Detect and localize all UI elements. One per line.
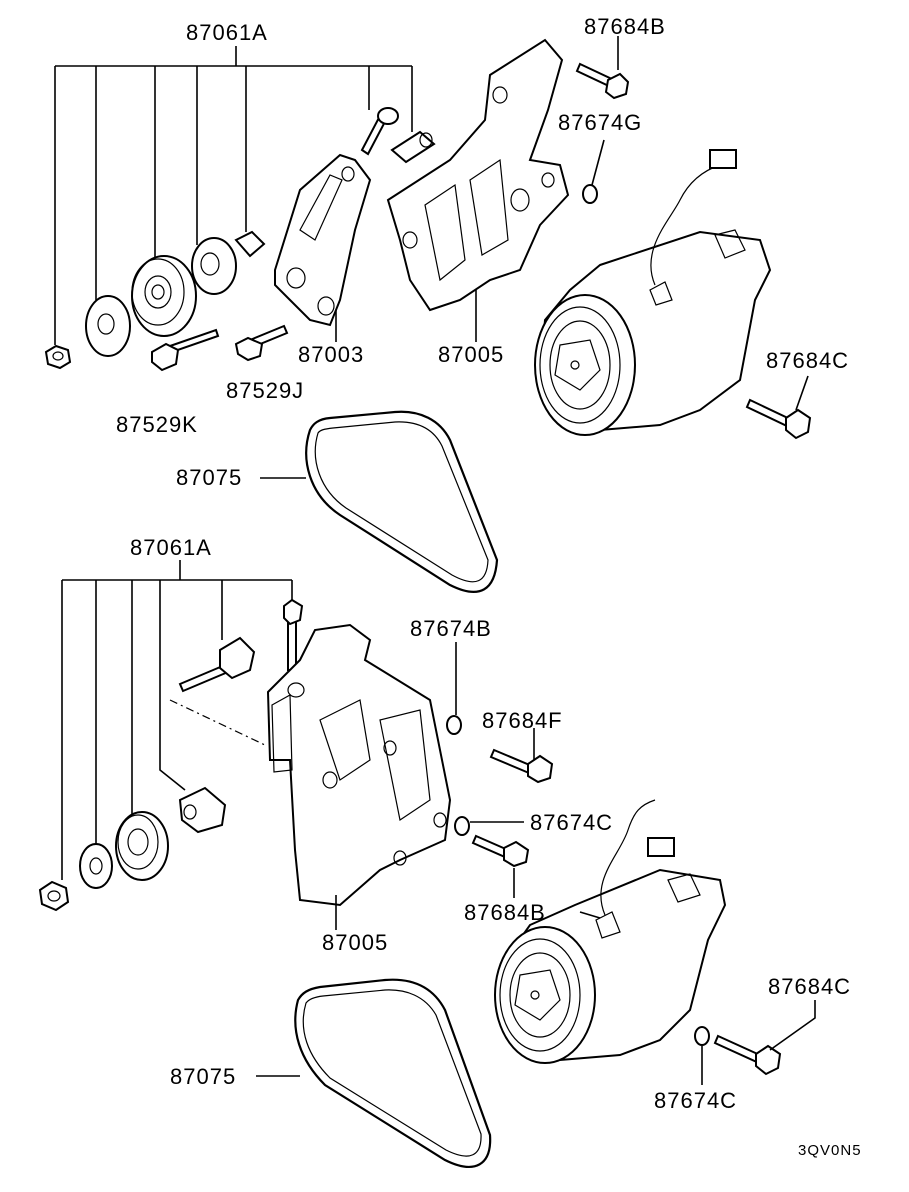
bottom-idler-shaft <box>178 636 256 693</box>
bottom-belt <box>294 978 492 1168</box>
label-bottom-washer-b: 87674B <box>410 616 492 641</box>
label-bottom-bolt-c: 87684C <box>768 974 852 999</box>
bottom-bracket-87005 <box>266 623 452 907</box>
label-bottom-bolt-b: 87684B <box>464 900 546 925</box>
top-collar <box>234 230 266 258</box>
label-bottom-belt: 87075 <box>170 1064 237 1089</box>
label-top-belt: 87075 <box>176 465 243 490</box>
label-top-bolt-c: 87684C <box>766 348 850 373</box>
top-idler-pulley <box>131 255 197 337</box>
label-bottom-washer-c: 87674C <box>530 810 614 835</box>
label-top-bolt-b: 87684B <box>584 14 666 39</box>
bottom-bolt-87684f <box>489 748 554 784</box>
bottom-kit-leader-lines <box>61 560 293 880</box>
label-top-bracket-b: 87005 <box>438 342 505 367</box>
bottom-bolt-87684b <box>471 834 530 868</box>
bottom-bolt-87684c <box>713 1034 782 1076</box>
label-bottom-washer-c2: 87674C <box>654 1088 738 1113</box>
top-bracket-87005 <box>386 38 570 312</box>
label-bottom-bolt-f: 87684F <box>482 708 563 733</box>
label-bottom-bracket: 87005 <box>322 930 389 955</box>
bottom-nut <box>38 880 70 912</box>
label-top-washer-g: 87674G <box>558 110 643 135</box>
top-bracket-sleeve <box>390 130 436 164</box>
bottom-idler-pulley <box>115 811 169 881</box>
top-bolt-87684b <box>575 62 630 100</box>
top-idler-bolt <box>151 328 220 372</box>
top-bolt-j <box>234 324 289 362</box>
figure-code: 3QV0N5 <box>798 1142 862 1159</box>
bottom-compressor <box>494 799 727 1064</box>
label-bottom-kit: 87061A <box>130 535 212 560</box>
top-belt <box>305 410 499 593</box>
label-top-bolt-j: 87529J <box>226 378 305 403</box>
top-bolt-87684c <box>745 398 812 440</box>
top-washer <box>85 295 131 357</box>
bottom-washer-87674c2 <box>694 1026 710 1046</box>
top-nut <box>44 344 72 370</box>
label-top-bracket-a: 87003 <box>298 342 365 367</box>
top-bracket-87003 <box>274 153 372 327</box>
bottom-collar <box>178 786 227 834</box>
top-spacer <box>191 237 237 295</box>
top-kit-leader-lines <box>54 46 413 345</box>
bottom-washer-87674c <box>454 816 470 836</box>
label-top-kit: 87061A <box>186 20 268 45</box>
bottom-washer-87674b <box>446 715 462 735</box>
bottom-washer <box>79 843 113 889</box>
top-washer-87674g <box>582 184 598 204</box>
label-top-idler-bolt: 87529K <box>116 412 198 437</box>
top-compressor <box>534 149 772 436</box>
top-bracket-bolt <box>360 107 399 156</box>
